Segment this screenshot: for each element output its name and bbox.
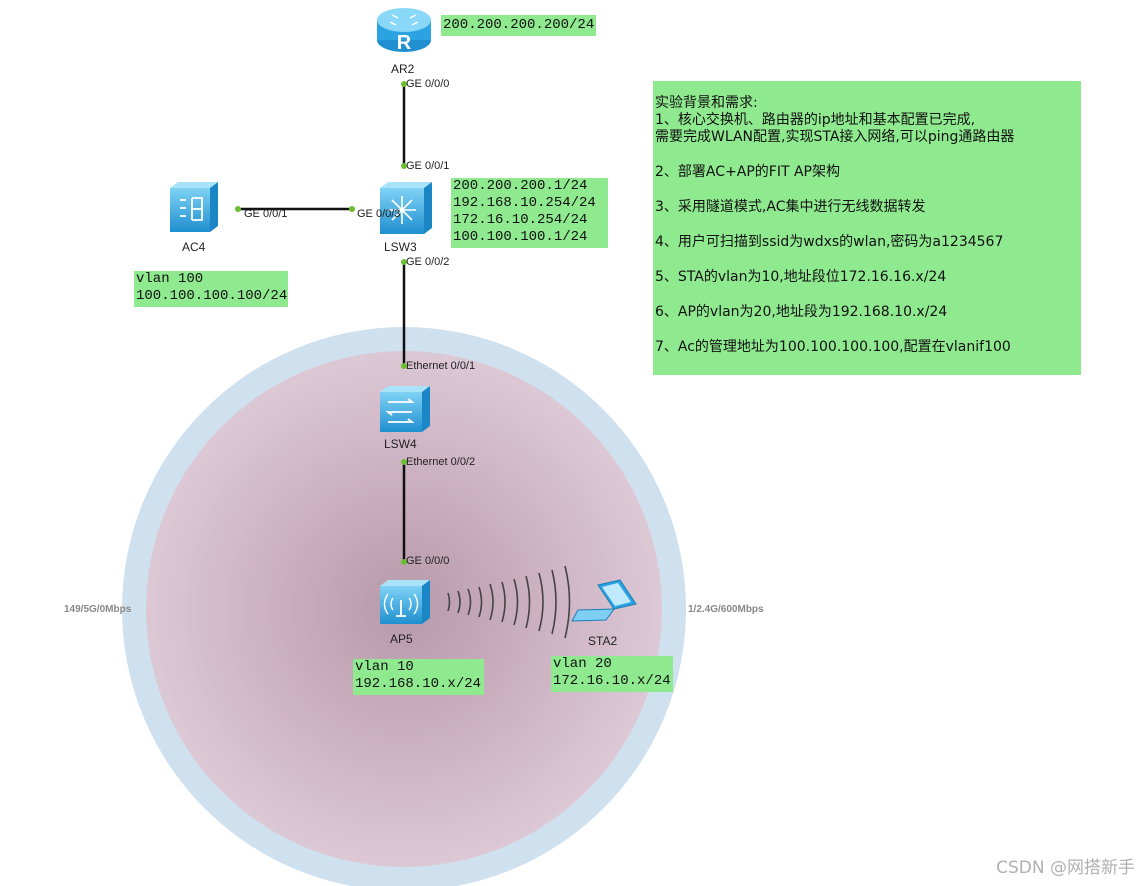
access-switch-icon[interactable] <box>380 386 430 432</box>
requirement-line-1-cont: 需要完成WLAN配置,实现STA接入网络,可以ping通路由器 <box>655 129 1015 145</box>
requirements-title: 实验背景和需求: <box>655 95 758 111</box>
svg-text:R: R <box>397 32 412 54</box>
requirement-line-3: 3、采用隧道模式,AC集中进行无线数据转发 <box>655 199 926 215</box>
requirement-line-7: 7、Ac的管理地址为100.100.100.100,配置在vlanif100 <box>655 339 1011 355</box>
note-lsw3-ips: 200.200.200.1/24 192.168.10.254/24 172.1… <box>451 178 608 248</box>
requirement-line-2: 2、部署AC+AP的FIT AP架构 <box>655 164 840 180</box>
wireless-signal-icon <box>447 565 571 639</box>
device-label-lsw3: LSW3 <box>384 240 417 254</box>
requirement-line-6: 6、AP的vlan为20,地址段为192.168.10.x/24 <box>655 304 948 320</box>
port-label-lsw3-ge002: GE 0/0/2 <box>406 256 450 268</box>
note-sta2-vlan: vlan 20 172.16.10.x/24 <box>551 656 673 692</box>
device-label-ac4: AC4 <box>182 240 206 254</box>
requirement-line-1: 1、核心交换机、路由器的ip地址和基本配置已完成, <box>655 112 976 128</box>
port-label-ar2-ge000: GE 0/0/0 <box>406 78 450 90</box>
device-label-sta2: STA2 <box>588 634 618 648</box>
rate-label-2g: 1/2.4G/600Mbps <box>688 604 764 615</box>
port-label-lsw4-eth001: Ethernet 0/0/1 <box>406 360 476 372</box>
device-label-lsw4: LSW4 <box>384 437 417 451</box>
note-ar2-ip: 200.200.200.200/24 <box>441 15 596 36</box>
note-ac4-vlan: vlan 100 100.100.100.100/24 <box>134 271 288 307</box>
router-icon[interactable]: R <box>377 8 431 54</box>
requirement-line-5: 5、STA的vlan为10,地址段位172.16.16.x/24 <box>655 269 947 285</box>
requirements-panel: 实验背景和需求: 1、核心交换机、路由器的ip地址和基本配置已完成, 需要完成W… <box>653 81 1081 375</box>
port-label-lsw3-ge001: GE 0/0/1 <box>406 160 450 172</box>
port-label-lsw4-eth002: Ethernet 0/0/2 <box>406 456 476 468</box>
laptop-icon[interactable] <box>571 579 637 622</box>
device-label-ar2: AR2 <box>391 62 415 76</box>
port-label-ac4-ge001: GE 0/0/1 <box>244 208 288 220</box>
rate-label-5g: 149/5G/0Mbps <box>64 604 132 615</box>
device-label-ap5: AP5 <box>390 632 413 646</box>
core-switch-icon[interactable] <box>380 182 432 234</box>
port-dots <box>235 81 407 565</box>
requirement-line-4: 4、用户可扫描到ssid为wdxs的wlan,密码为a1234567 <box>655 234 1004 250</box>
port-label-lsw3-ge003: GE 0/0/3 <box>357 208 401 220</box>
watermark: CSDN @网搭新手 <box>996 858 1135 878</box>
ac-icon[interactable] <box>170 182 218 232</box>
note-ap5-vlan: vlan 10 192.168.10.x/24 <box>353 659 484 695</box>
port-label-ap5-ge000: GE 0/0/0 <box>406 555 450 567</box>
access-point-icon[interactable] <box>380 580 430 624</box>
